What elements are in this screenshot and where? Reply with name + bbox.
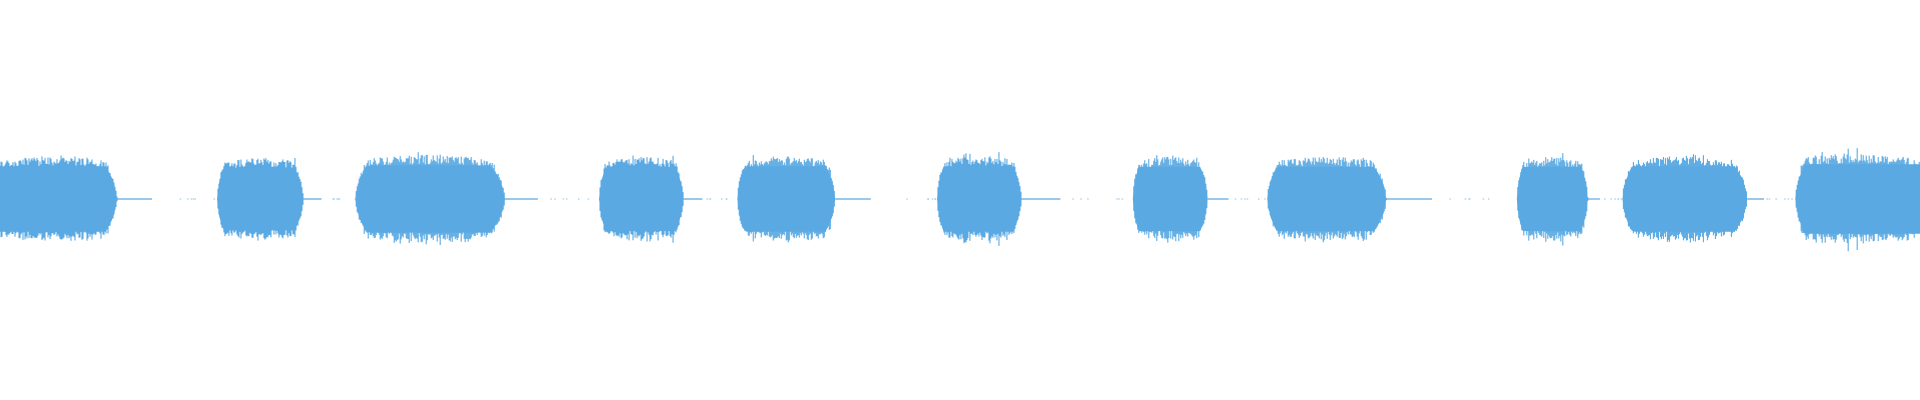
- waveform-segment: [737, 155, 836, 243]
- waveform-segment: [1795, 148, 1920, 252]
- waveform-segment: [217, 158, 304, 241]
- waveform-core: [1516, 166, 1588, 232]
- waveform-segment: [599, 155, 684, 243]
- waveform-core: [0, 166, 118, 232]
- waveform-core: [1267, 166, 1387, 232]
- waveform-segment: [937, 152, 1022, 246]
- waveform-segment: [355, 152, 505, 246]
- waveform-core: [937, 166, 1022, 232]
- waveform-core: [217, 167, 304, 231]
- waveform-core: [1132, 166, 1208, 232]
- waveform-segment: [0, 155, 118, 241]
- waveform-core: [355, 165, 505, 233]
- waveform-core: [599, 166, 684, 232]
- waveform-segment: [1516, 153, 1589, 246]
- waveform-segment: [1132, 155, 1208, 243]
- waveform-core: [1795, 164, 1920, 234]
- waveform-segment: [1267, 157, 1387, 243]
- waveform-core: [737, 166, 836, 232]
- waveform-segment: [1622, 154, 1748, 243]
- waveform-core: [1622, 166, 1748, 232]
